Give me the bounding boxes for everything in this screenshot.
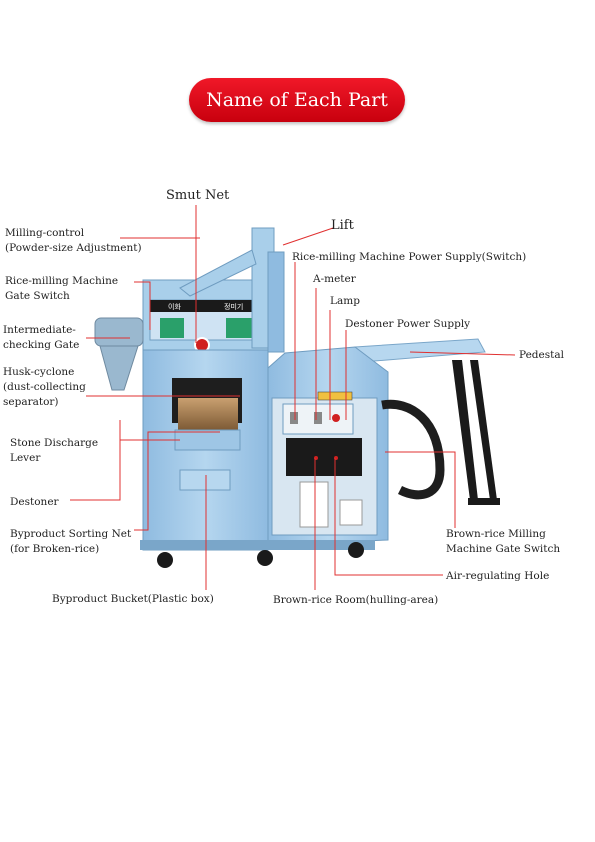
label-stone-discharge-lever: Stone Discharge Lever xyxy=(10,437,99,464)
label-power-supply: Rice-milling Machine Power Supply(Switch… xyxy=(292,251,527,263)
label-intermediate-checking-gate: Intermediate- checking Gate xyxy=(3,324,80,351)
label-lamp: Lamp xyxy=(330,295,360,307)
banner-title: Name of Each Part xyxy=(206,89,388,111)
label-pedestal: Pedestal xyxy=(519,349,564,361)
brand-text: 이화 xyxy=(168,302,181,311)
label-lift: Lift xyxy=(331,218,354,233)
label-air-regulating-hole: Air-regulating Hole xyxy=(446,570,550,582)
leader-lines xyxy=(70,205,516,590)
model-text: 정미기 xyxy=(224,302,243,311)
brown-rice-body xyxy=(267,346,389,546)
label-rice-milling-gate-switch: Rice-milling Machine Gate Switch xyxy=(5,275,119,302)
label-smut-net: Smut Net xyxy=(166,188,230,203)
label-byproduct-bucket: Byproduct Bucket(Plastic box) xyxy=(52,593,214,605)
label-destoner-power-supply: Destoner Power Supply xyxy=(345,318,471,330)
label-destoner: Destoner xyxy=(10,496,59,508)
label-husk-cyclone: Husk-cyclone (dust-collecting separator) xyxy=(3,366,86,408)
label-brown-rice-room: Brown-rice Room(hulling-area) xyxy=(273,594,439,606)
rice-milling-body: 이화 정미기 xyxy=(140,279,375,551)
label-a-meter: A-meter xyxy=(313,273,356,285)
label-milling-control: Milling-control (Powder-size Adjustment) xyxy=(5,227,142,254)
wheels xyxy=(157,542,364,568)
husk-cyclone-shape xyxy=(94,317,144,391)
label-brown-rice-gate-switch: Brown-rice Milling Machine Gate Switch xyxy=(446,528,561,555)
lift-structure xyxy=(179,227,285,353)
label-byproduct-sorting-net: Byproduct Sorting Net (for Broken-rice) xyxy=(10,528,132,555)
title-banner: Name of Each Part xyxy=(189,78,405,122)
